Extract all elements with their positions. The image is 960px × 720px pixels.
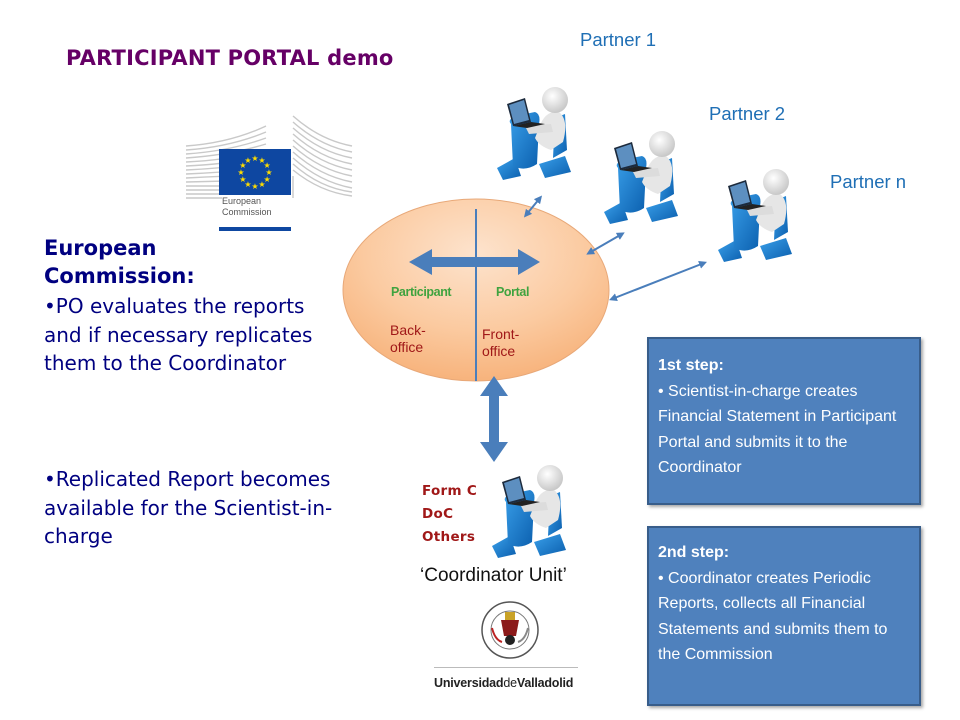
partner-2-label: Partner 2 bbox=[709, 103, 786, 124]
partner-n-label: Partner n bbox=[830, 171, 907, 192]
university-name-prefix: Universidad bbox=[434, 676, 504, 690]
eu-star-icon: ★ bbox=[251, 154, 258, 163]
step-2-box: 2nd step: • Coordinator creates Periodic… bbox=[647, 526, 921, 706]
berlaymont-building-icon bbox=[185, 115, 353, 199]
step-1-text: • Scientist-in-charge creates Financial … bbox=[658, 382, 897, 477]
ec-logo-line-2: Commission bbox=[222, 207, 272, 217]
back-office-label: Back- office bbox=[390, 322, 426, 356]
eu-star-icon: ★ bbox=[265, 168, 272, 177]
eu-star-icon: ★ bbox=[251, 182, 258, 191]
university-name: UniversidaddeValladolid bbox=[434, 676, 573, 690]
portal-label: Portal bbox=[496, 285, 530, 299]
university-logo-rule bbox=[434, 667, 578, 668]
document-item: Others bbox=[422, 529, 476, 545]
front-office-line-2: office bbox=[482, 343, 516, 359]
partner-2-person-icon bbox=[604, 131, 678, 224]
eu-star-icon: ★ bbox=[264, 175, 271, 184]
ec-bullet-replicated-report: •Replicated Report becomes available for… bbox=[44, 467, 333, 548]
partner-n-person-icon bbox=[718, 169, 792, 262]
back-office-line-1: Back- bbox=[390, 322, 426, 338]
ec-logo-line-1: European bbox=[222, 196, 262, 206]
eu-star-icon: ★ bbox=[239, 175, 246, 184]
european-commission-heading: European Commission: bbox=[44, 234, 244, 290]
eu-flag bbox=[219, 149, 291, 195]
eu-star-icon: ★ bbox=[264, 161, 271, 170]
european-commission-heading-text: European Commission: bbox=[44, 236, 195, 288]
step-2-text: • Coordinator creates Periodic Reports, … bbox=[658, 569, 888, 664]
eu-stars-icon: ★★★★★★★★★★★★ bbox=[237, 154, 272, 191]
eu-star-icon: ★ bbox=[239, 161, 246, 170]
back-office-line-2: office bbox=[390, 339, 424, 355]
eu-star-icon: ★ bbox=[237, 168, 244, 177]
partner-1-label: Partner 1 bbox=[580, 29, 657, 50]
slide-title: PARTICIPANT PORTAL demo bbox=[66, 46, 394, 70]
partner-2-connection-arrow bbox=[586, 232, 625, 255]
eu-star-icon: ★ bbox=[258, 180, 265, 189]
participant-label: Participant bbox=[391, 285, 452, 299]
ec-logo-underline bbox=[219, 227, 291, 231]
document-item: DoC bbox=[422, 506, 454, 522]
step-1-title: 1st step: bbox=[658, 357, 724, 374]
front-office-line-1: Front- bbox=[482, 326, 520, 342]
coordinator-documents-list: Form C DoC Others bbox=[422, 480, 477, 549]
coordinator-person-icon bbox=[492, 465, 566, 558]
eu-star-icon: ★ bbox=[244, 180, 251, 189]
portal-coordinator-double-arrow bbox=[480, 376, 508, 462]
back-front-double-arrow bbox=[409, 249, 540, 275]
coordinator-unit-label: ‘Coordinator Unit’ bbox=[420, 565, 567, 586]
university-name-suffix: Valladolid bbox=[516, 676, 574, 690]
partner-1-connection-arrow bbox=[523, 195, 543, 218]
ec-logo-text: European Commission bbox=[222, 196, 272, 218]
step-1-box: 1st step: • Scientist-in-charge creates … bbox=[647, 337, 921, 505]
partner-n-connection-arrow bbox=[609, 261, 707, 301]
front-office-label: Front- office bbox=[482, 326, 519, 360]
ec-bullet-po-evaluates: •PO evaluates the reports and if necessa… bbox=[44, 294, 313, 375]
step-2-title: 2nd step: bbox=[658, 544, 730, 561]
partner-1-person-icon bbox=[497, 87, 571, 180]
european-commission-logo: ★★★★★★★★★★★★ bbox=[185, 115, 353, 231]
universidad-valladolid-seal-icon bbox=[481, 601, 539, 659]
eu-star-icon: ★ bbox=[258, 156, 265, 165]
document-item: Form C bbox=[422, 483, 478, 499]
eu-star-icon: ★ bbox=[244, 156, 251, 165]
university-name-de: de bbox=[503, 676, 517, 690]
